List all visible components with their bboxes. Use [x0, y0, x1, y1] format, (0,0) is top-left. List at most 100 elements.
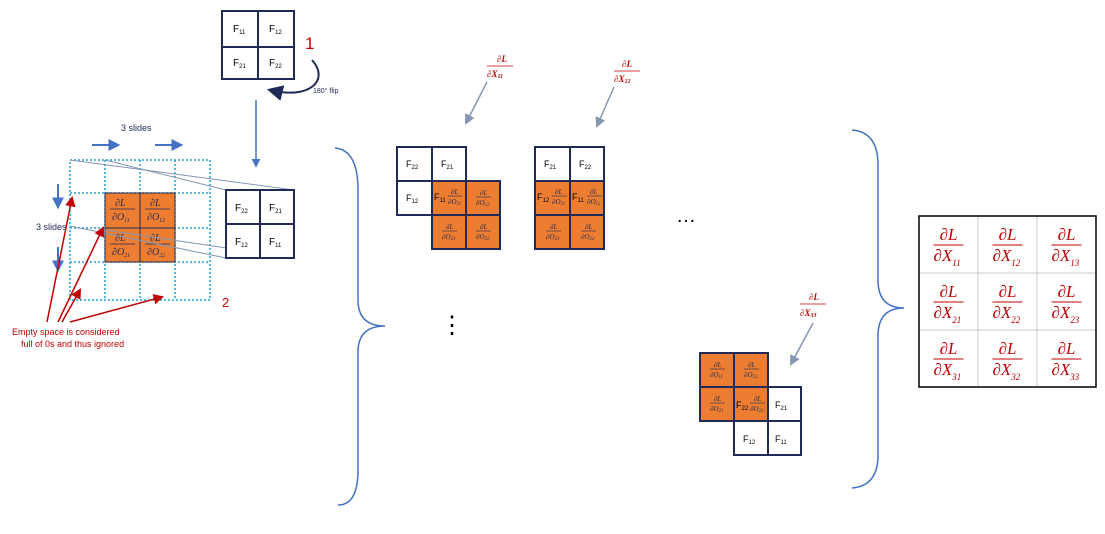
- grad-denominator: ∂O12: [147, 212, 165, 224]
- result-cell: ∂L ∂X32: [992, 339, 1023, 382]
- result-numerator: ∂L: [999, 225, 1017, 244]
- flipped-filter-label: F11: [269, 237, 282, 249]
- step-grad-denominator: ∂O21: [442, 233, 456, 242]
- step-grad-denominator: ∂O21: [710, 405, 724, 414]
- result-denominator: ∂X23: [1052, 303, 1080, 325]
- step-filter-cell: [534, 146, 571, 182]
- result-numerator: ∂L: [1058, 225, 1076, 244]
- gradient-cell: [104, 227, 141, 263]
- step-grad-denominator: ∂O11: [448, 198, 461, 207]
- step-filter-label: F12: [406, 193, 419, 205]
- step-filter-label: F11: [775, 434, 787, 446]
- result-numerator: ∂L: [1058, 339, 1076, 358]
- step-grad-cell: [431, 214, 467, 250]
- step-filter-label: F11: [434, 192, 446, 204]
- result-denominator: ∂X12: [993, 246, 1021, 268]
- step-grad-denominator: ∂O22: [750, 405, 764, 414]
- step-grad-denominator: ∂O12: [744, 371, 758, 380]
- filter-label: F11: [233, 24, 246, 36]
- note-arrow-icon: [61, 288, 82, 323]
- step-filter-label: F22: [579, 159, 592, 171]
- flipped-filter-cell: [225, 223, 261, 259]
- filter-cell: [257, 46, 295, 80]
- step-grad-denominator: ∂O12: [587, 198, 601, 207]
- note-arrow-icon: [46, 195, 76, 323]
- input-grid: ∂L ∂O11 ∂L ∂O12 ∂L ∂O21 ∂L ∂O22: [69, 159, 211, 301]
- step-target-numerator: ∂L: [622, 59, 632, 69]
- step-grad-numerator: ∂L: [451, 188, 458, 196]
- result-numerator: ∂L: [940, 339, 958, 358]
- step-grad-numerator: ∂L: [714, 361, 721, 369]
- grad-denominator: ∂O11: [112, 212, 130, 224]
- step-number-2: 2: [222, 295, 229, 310]
- step-grad-denominator: ∂O11: [710, 371, 723, 380]
- step-1: ∂L ∂X11 F22 F21 F12 F11 ∂L ∂O11 ∂L ∂O12 …: [396, 54, 513, 250]
- result-denominator: ∂X33: [1052, 360, 1080, 382]
- flipped-filter-label: F22: [235, 203, 248, 215]
- filter-cell: [257, 10, 295, 48]
- result-denominator: ∂X32: [993, 360, 1021, 382]
- result-cell: ∂L ∂X33: [1051, 339, 1082, 382]
- step-filter-cell: [767, 386, 802, 422]
- step-target-numerator: ∂L: [497, 54, 507, 64]
- grad-denominator: ∂O22: [147, 247, 165, 259]
- result-cell: ∂L∂X21: [933, 282, 964, 325]
- step-target-denominator: ∂X11: [487, 69, 503, 80]
- right-brace: [851, 129, 905, 489]
- filter-label: F21: [233, 58, 246, 70]
- left-brace: [334, 147, 386, 506]
- result-cell: ∂L ∂X12: [992, 225, 1023, 268]
- step-grad-numerator: ∂L: [480, 189, 487, 197]
- step-grad-cell: [465, 180, 501, 216]
- step-filter-cell: [396, 180, 433, 216]
- result-numerator: ∂L: [999, 339, 1017, 358]
- grad-numerator: ∂L: [150, 233, 161, 244]
- step-grad-denominator: ∂O11: [552, 198, 565, 207]
- step-filter-label: F22: [406, 159, 419, 171]
- result-denominator: ∂X11: [934, 246, 961, 268]
- grad-numerator: ∂L: [115, 198, 126, 209]
- step-target-numerator: ∂L: [809, 292, 819, 302]
- grad-denominator: ∂O21: [112, 247, 130, 259]
- step-grad-numerator: ∂L: [754, 395, 761, 403]
- step-number-1: 1: [305, 34, 314, 53]
- note-line-1: Empty space is considered: [12, 327, 120, 337]
- result-numerator: ∂L: [940, 282, 958, 301]
- slides-vertical-label: 3 slides: [36, 222, 67, 232]
- flipped-filter-cell: [259, 223, 295, 259]
- step-grad-cell: [699, 352, 735, 388]
- step-filter-cell: [767, 420, 802, 456]
- flip-arrow-icon: [266, 59, 320, 101]
- flipped-filter-label: F21: [269, 203, 282, 215]
- step-grad-cell: [534, 214, 571, 250]
- step-3: ∂L ∂X33 F22 F21 F12 F11 ∂L ∂O11 ∂L ∂O12 …: [699, 292, 826, 456]
- flipped-filter-cell: [225, 189, 261, 225]
- step-filter-cell: [396, 146, 433, 182]
- step-grad-denominator: ∂O22: [581, 233, 595, 242]
- step-grad-numerator: ∂L: [550, 223, 557, 231]
- filter-cell: [221, 46, 259, 80]
- grad-numerator: ∂L: [150, 198, 161, 209]
- grad-numerator: ∂L: [115, 233, 126, 244]
- result-cell: ∂L∂X13: [1051, 225, 1082, 268]
- step-grad-numerator: ∂L: [590, 188, 597, 196]
- result-numerator: ∂L: [940, 225, 958, 244]
- filter-label: F22: [269, 58, 282, 70]
- step-grad-numerator: ∂L: [585, 223, 592, 231]
- step-grad-denominator: ∂O21: [546, 233, 560, 242]
- gradient-cell: [139, 192, 176, 229]
- step-filter-label: F11: [572, 192, 584, 204]
- step-grad-numerator: ∂L: [446, 223, 453, 231]
- projection-line: [104, 159, 227, 191]
- step-filter-cell: [733, 420, 769, 456]
- result-cell: ∂L∂X22: [992, 282, 1023, 325]
- step-filter-label: F21: [775, 400, 788, 412]
- step-grad-numerator: ∂L: [480, 223, 487, 231]
- result-numerator: ∂L: [1058, 282, 1076, 301]
- step-grad-denominator: ∂O22: [476, 233, 490, 242]
- flipped-filter-cell: [259, 189, 295, 225]
- projection-line: [69, 159, 295, 191]
- gradient-cell: [139, 227, 176, 263]
- step-2: ∂L ∂X12 F21 F22 F12 F11 ∂L ∂O11 ∂L ∂O12 …: [534, 59, 640, 250]
